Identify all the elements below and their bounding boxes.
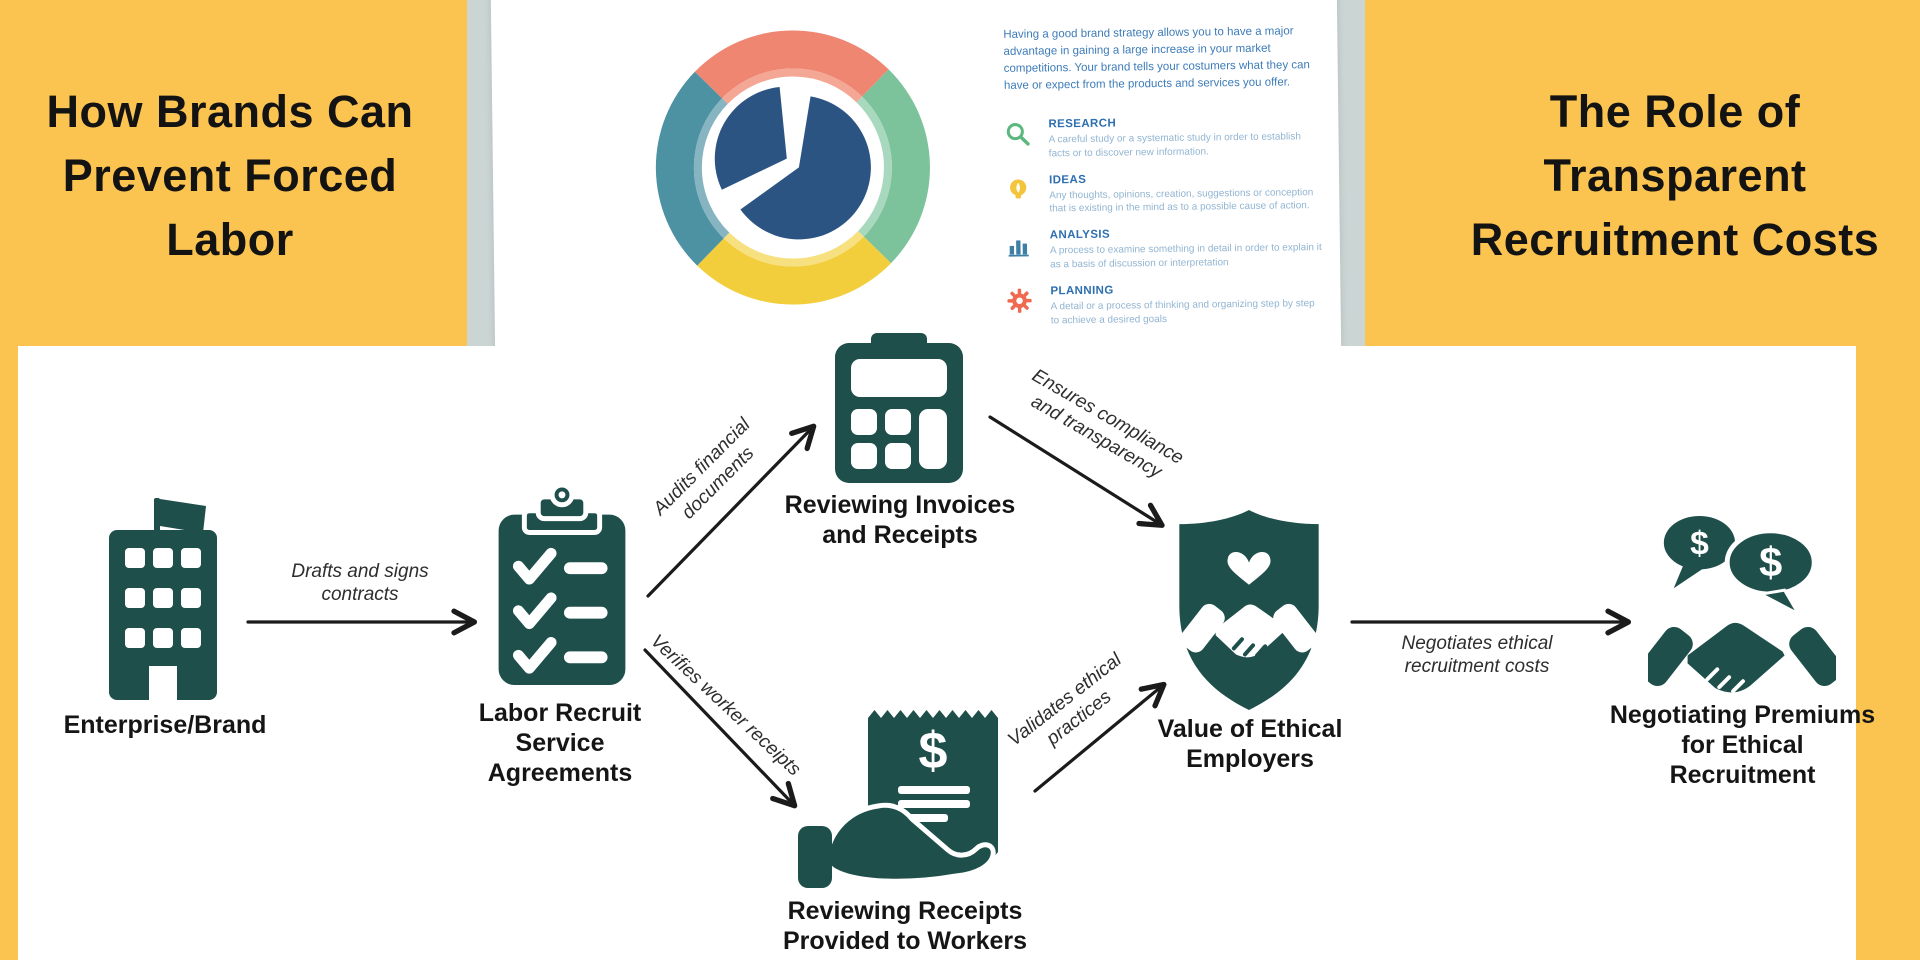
- svg-text:$: $: [919, 722, 948, 780]
- doc-section-title: ANALYSIS: [1049, 228, 1111, 242]
- svg-text:$: $: [1759, 538, 1782, 585]
- title-line: Prevent Forced: [62, 150, 398, 201]
- svg-text:$: $: [1690, 526, 1709, 563]
- doc-section-title: IDEAS: [1049, 173, 1087, 187]
- node-label-enterprise-brand: Enterprise/Brand: [63, 711, 267, 739]
- edge-label-drafts-contracts: Drafts and signs contracts: [291, 561, 429, 605]
- doc-section-ideas: IDEAS Any thoughts, opinions, creation, …: [1005, 171, 1323, 217]
- office-building-icon: [109, 498, 217, 700]
- document-text-column: Having a good brand strategy allows you …: [1003, 23, 1325, 341]
- title-line: Transparent: [1543, 150, 1807, 201]
- doc-section-research: RESEARCH A careful study or a systematic…: [1004, 115, 1322, 161]
- doc-section-body: A process to examine something in detail…: [1049, 242, 1322, 271]
- title-line: Recruitment Costs: [1470, 214, 1880, 265]
- document-paper: Having a good brand strategy allows you …: [490, 0, 1342, 346]
- node-label-reviewing-worker-receipts: Reviewing Receipts Provided to Workers: [782, 897, 1028, 955]
- node-label-value-ethical-employers: Value of Ethical Employers: [1157, 715, 1343, 773]
- document-intro-paragraph: Having a good brand strategy allows you …: [1003, 25, 1310, 92]
- title-line: How Brands Can: [46, 86, 414, 137]
- calculator-icon: [835, 333, 963, 483]
- lightbulb-icon: [1005, 174, 1036, 217]
- doc-section-body: Any thoughts, opinions, creation, sugges…: [1049, 186, 1314, 215]
- right-banner-title: The Role of Transparent Recruitment Cost…: [1430, 80, 1920, 272]
- hand-receipt-icon: $: [798, 710, 998, 888]
- doc-section-body: A careful study or a systematic study in…: [1048, 131, 1301, 160]
- magnifier-icon: [1004, 119, 1035, 162]
- title-line: The Role of: [1549, 86, 1801, 137]
- shield-handshake-icon: [1179, 510, 1319, 710]
- node-label-negotiating-premiums: Negotiating Premiums for Ethical Recruit…: [1609, 701, 1876, 789]
- doc-section-planning: PLANNING A detail or a process of thinki…: [1006, 282, 1324, 328]
- money-talk-handshake-icon: $ $: [1648, 515, 1836, 694]
- node-label-labor-recruit-service-agreements: Labor Recruit Service Agreements: [478, 699, 642, 787]
- node-label-reviewing-invoices: Reviewing Invoices and Receipts: [784, 491, 1016, 549]
- doc-section-analysis: ANALYSIS A process to examine something …: [1006, 226, 1324, 272]
- gear-icon: [1006, 285, 1037, 328]
- doc-section-title: RESEARCH: [1048, 117, 1117, 131]
- brand-strategy-document-photo: Having a good brand strategy allows you …: [467, 0, 1365, 346]
- doc-section-title: PLANNING: [1050, 284, 1114, 298]
- clipboard-checklist-icon: [498, 482, 626, 686]
- edge-label-negotiates-costs: Negotiates ethical recruitment costs: [1401, 633, 1553, 677]
- bar-chart-icon: [1006, 230, 1037, 273]
- doc-section-body: A detail or a process of thinking and or…: [1050, 297, 1315, 327]
- pie-chart-graphic: [655, 30, 930, 305]
- title-line: Labor: [166, 214, 294, 265]
- left-banner-title: How Brands Can Prevent Forced Labor: [0, 80, 460, 272]
